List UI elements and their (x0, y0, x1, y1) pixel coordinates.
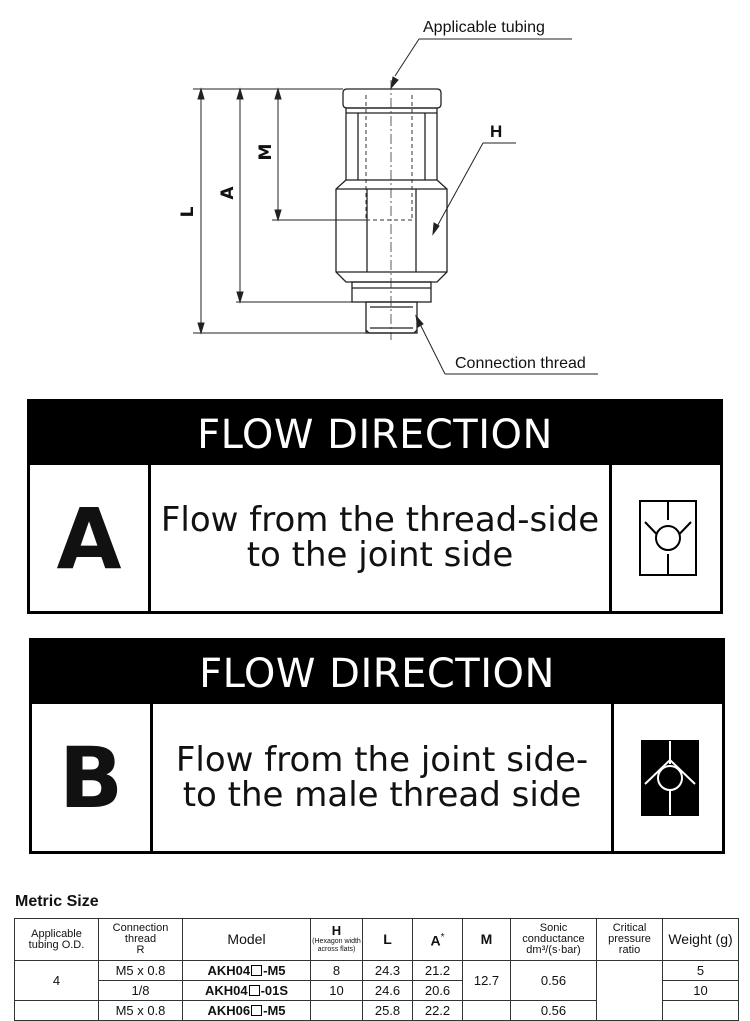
dim-M-label: M (256, 144, 276, 161)
table-row: 4 M5 x 0.8 AKH04-M5 8 24.3 21.2 12.7 0.5… (14, 960, 739, 1021)
cell-h: 8 (310, 960, 363, 981)
cell-l: 24.3 (362, 960, 413, 981)
cell-thread: 1/8 (98, 980, 183, 1001)
flow-a-symbol-cell (615, 465, 720, 611)
callout-connection-thread: Connection thread (455, 355, 586, 372)
header-tubing: Applicable tubing O.D. (14, 918, 99, 961)
cell-critical (596, 960, 663, 1021)
cell-sonic: 0.56 (510, 960, 597, 1001)
flow-direction-a-panel: FLOW DIRECTION A Flow from the thread-si… (27, 399, 723, 614)
spec-header-row: Applicable tubing O.D. Connection thread… (14, 918, 739, 961)
fitting-diagram: L A M Applicable tubing H Connection thr… (178, 19, 598, 375)
flow-b-description: Flow from the joint side-to the male thr… (175, 739, 589, 815)
callout-hex-H: H (490, 122, 502, 141)
placeholder-box-icon (248, 985, 260, 996)
callout-applicable-tubing: Applicable tubing (423, 19, 545, 36)
header-h: H(Hexagon width across flats) (310, 918, 363, 961)
fitting-hex (335, 179, 448, 283)
cell-h: 10 (310, 980, 363, 1001)
cell-a: 20.6 (412, 980, 463, 1001)
cell-model: AKH04-M5 (182, 960, 311, 981)
flow-a-letter: A (30, 465, 151, 611)
flow-b-description-cell: Flow from the joint side-to the male thr… (153, 704, 614, 851)
header-critical: Critical pressure ratio (596, 918, 663, 961)
header-weight: Weight (g) (662, 918, 739, 961)
cell-a: 21.2 (412, 960, 463, 981)
spec-table: Applicable tubing O.D. Connection thread… (14, 918, 739, 1021)
header-l: L (362, 918, 413, 961)
header-model: Model (182, 918, 311, 961)
table-row: 1/8 AKH04-01S 10 24.6 20.6 10 (15, 980, 739, 1001)
cell-model: AKH04-01S (182, 980, 311, 1001)
cell-weight: 10 (662, 980, 739, 1001)
cell-thread: M5 x 0.8 (98, 960, 183, 981)
check-valve-outline-icon (638, 500, 697, 576)
header-m: M (462, 918, 511, 961)
flow-direction-b-panel: FLOW DIRECTION B Flow from the joint sid… (29, 638, 725, 854)
flow-b-symbol-cell (617, 704, 722, 851)
dim-A-label: A (218, 186, 238, 200)
placeholder-box-icon (251, 1005, 263, 1016)
header-a: A* (412, 918, 463, 961)
cell-m: 12.7 (462, 960, 511, 1001)
cell-l: 25.8 (362, 1000, 413, 1021)
cell-a: 22.2 (412, 1000, 463, 1021)
cell-m (462, 1000, 511, 1021)
flow-a-title: FLOW DIRECTION (30, 402, 720, 465)
dim-L-label: L (178, 206, 198, 217)
cell-h (310, 1000, 363, 1021)
cell-weight: 5 (662, 960, 739, 981)
flow-a-description: Flow from the thread-side to the joint s… (160, 500, 600, 575)
cell-weight (662, 1000, 739, 1021)
spec-table-title: Metric Size (15, 893, 99, 910)
check-valve-filled-icon (640, 739, 699, 816)
cell-tubing (14, 1000, 99, 1021)
flow-a-description-cell: Flow from the thread-side to the joint s… (151, 465, 612, 611)
cell-model: AKH06-M5 (182, 1000, 311, 1021)
flow-b-title: FLOW DIRECTION (32, 641, 722, 704)
cell-sonic: 0.56 (510, 1000, 597, 1021)
fitting-body (345, 107, 438, 181)
placeholder-box-icon (251, 965, 263, 976)
cell-thread: M5 x 0.8 (98, 1000, 183, 1021)
fitting-cap (342, 88, 442, 109)
cell-l: 24.6 (362, 980, 413, 1001)
flow-b-letter: B (32, 704, 153, 851)
cell-tubing: 4 (14, 960, 99, 1001)
